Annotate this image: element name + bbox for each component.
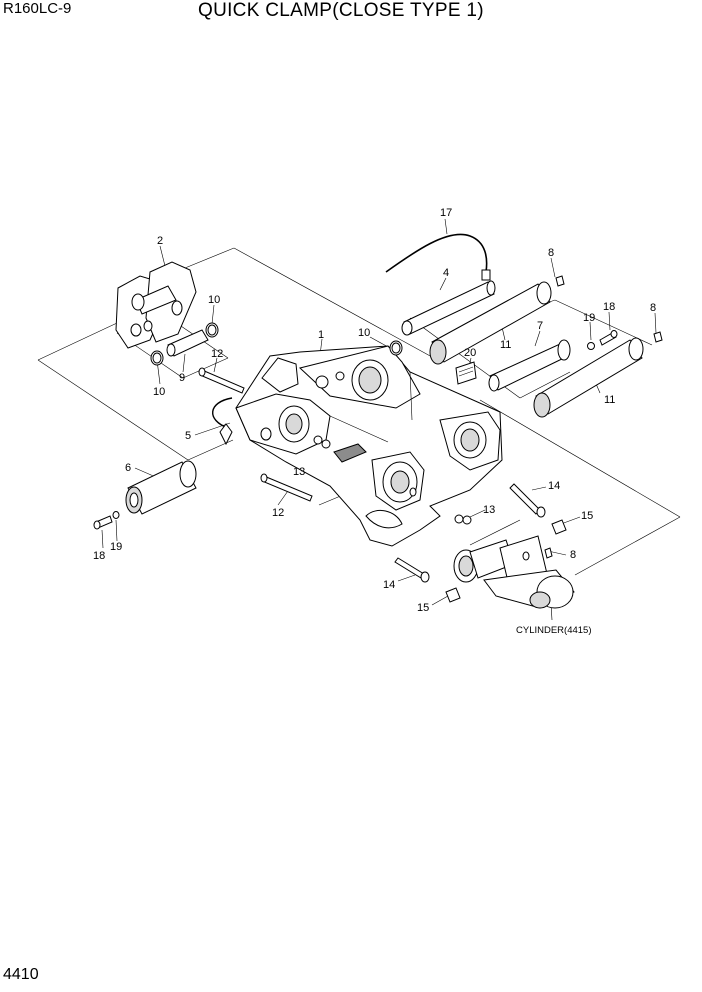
callout-13-a: 13 [293,466,305,478]
callout-11-b: 11 [604,394,615,406]
page-title: QUICK CLAMP(CLOSE TYPE 1) [198,0,484,21]
callout-9: 9 [179,372,185,384]
callout-6: 6 [125,462,131,474]
callout-10-c: 10 [358,327,370,339]
part-14-fittings [394,483,546,583]
callout-labels: 2 10 12 9 10 1 17 4 8 8 18 19 7 10 11 20… [93,207,656,636]
callout-1: 1 [318,329,324,341]
callout-19-a: 19 [583,312,595,324]
part-4-pin [401,280,496,336]
part-13-nuts [454,514,472,525]
callout-2: 2 [157,235,163,247]
part-2-bracket [115,261,197,349]
page-number: 4410 [3,966,39,983]
callout-4: 4 [443,267,449,279]
callout-14-b: 14 [383,579,395,591]
callout-10-a: 10 [208,294,220,306]
part-20-label-plate [455,361,477,385]
callout-18-b: 18 [93,550,105,562]
callout-17: 17 [440,207,452,219]
part-8-nipples [544,275,663,559]
callout-8-b: 8 [650,302,656,314]
part-10-rings-left [150,322,219,366]
callout-8-c: 8 [570,549,576,561]
part-11-pin-lower [533,337,644,418]
callout-8-a: 8 [548,247,554,259]
callout-14-a: 14 [548,480,560,492]
construction-lines [37,247,681,576]
callout-19-b: 19 [110,541,122,553]
part-12-bolts [198,367,313,502]
callout-11-a: 11 [500,339,511,351]
part-10-ring-mid [389,340,403,356]
part-7-pin [488,339,571,392]
part-17-cable [385,233,491,281]
callout-5: 5 [185,430,191,442]
callout-10-b: 10 [153,386,165,398]
part-5-lynch-pin [212,397,233,446]
part-18-19-lower-left [93,511,120,530]
model-label: R160LC-9 [3,0,72,17]
part-9-pin [166,329,209,357]
part-15-elbows [445,519,567,603]
callout-15-a: 15 [581,510,593,522]
callout-13-b: 13 [483,504,495,516]
part-11-pin-upper [429,281,552,365]
cylinder-reference-label: CYLINDER(4415) [516,625,592,636]
callout-12-b: 12 [272,507,284,519]
callout-7: 7 [537,320,543,332]
callout-12-a: 12 [211,348,223,360]
cylinder-assembly [453,535,575,609]
callout-15-b: 15 [417,602,429,614]
callout-20: 20 [464,347,476,359]
part-6-pin [125,460,197,515]
part-18-19-right [587,330,618,350]
callout-18-a: 18 [603,301,615,313]
part-1-main-frame [235,345,503,547]
